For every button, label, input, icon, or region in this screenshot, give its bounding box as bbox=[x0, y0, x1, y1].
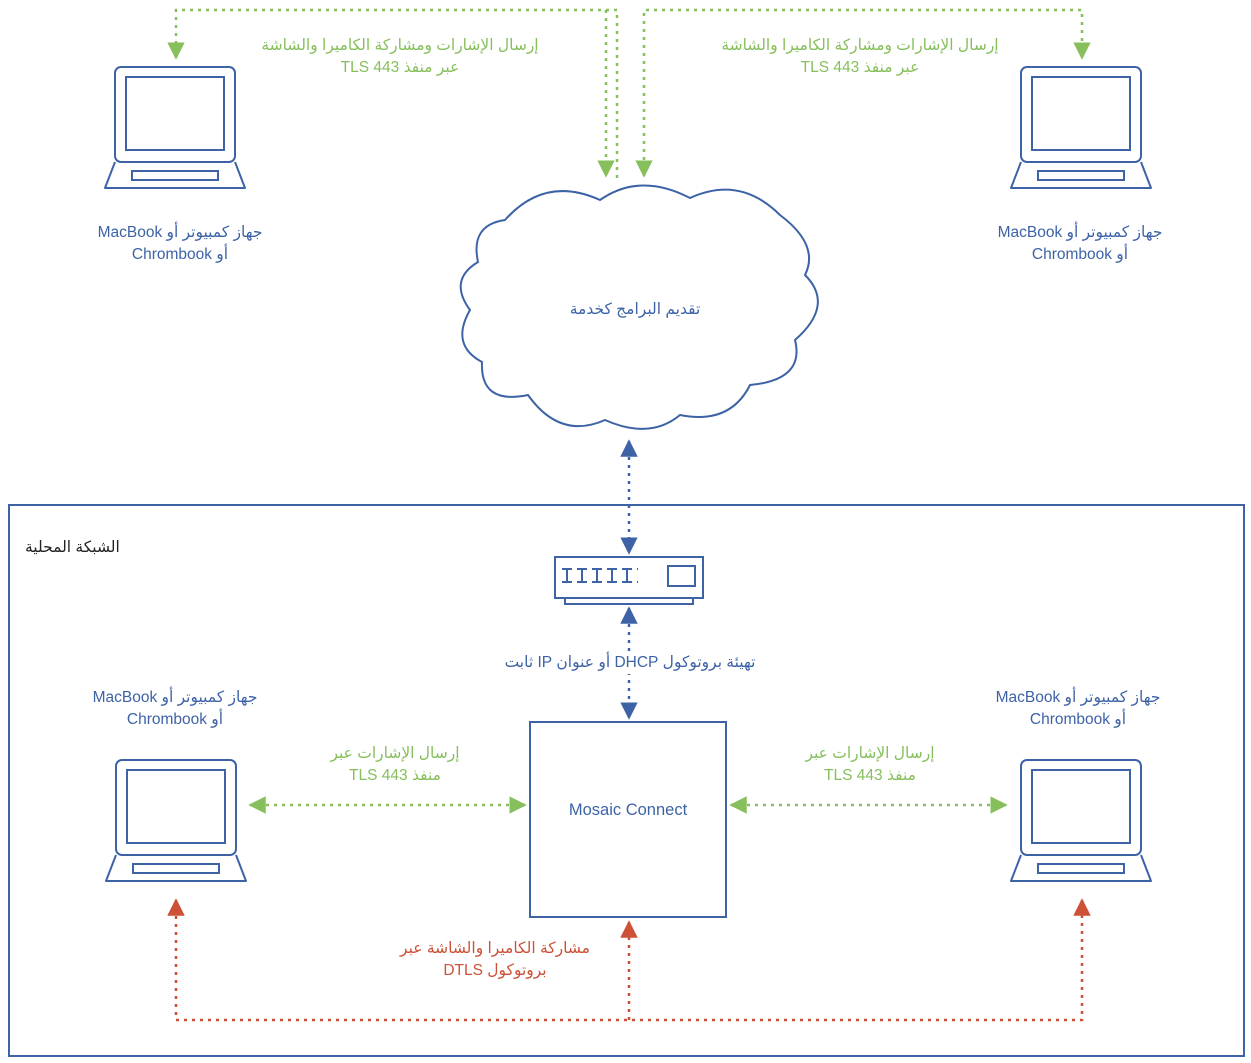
device-label-line: جهاز كمبيوتر أو MacBook bbox=[92, 689, 258, 706]
local-network-boundary bbox=[8, 504, 1245, 1057]
dtls-link-label: مشاركة الكاميرا والشاشة عبر بروتوكول DTL… bbox=[375, 938, 615, 982]
cloud-link-right-label: إرسال الإشارات ومشاركة الكاميرا والشاشة … bbox=[680, 35, 1040, 79]
cloud-link-right-connector bbox=[635, 8, 1091, 178]
link-label-line: عبر منفذ 443 TLS bbox=[800, 59, 920, 76]
laptop-icon-bottom-right bbox=[1010, 759, 1152, 882]
link-label-line: إرسال الإشارات عبر bbox=[330, 745, 460, 762]
cloud-link-left-connector bbox=[167, 8, 619, 178]
cloud-icon bbox=[459, 184, 819, 430]
cloud-link-left-label: إرسال الإشارات ومشاركة الكاميرا والشاشة … bbox=[220, 35, 580, 79]
laptop-icon-bottom-left bbox=[105, 759, 247, 882]
router-link-label: تهيئة بروتوكول DHCP أو عنوان IP ثابت bbox=[440, 652, 820, 674]
mosaic-connect-label-text: Mosaic Connect bbox=[568, 801, 688, 819]
link-label-line: إرسال الإشارات ومشاركة الكاميرا والشاشة bbox=[721, 37, 999, 54]
device-label-line: جهاز كمبيوتر أو MacBook bbox=[995, 689, 1161, 706]
local-link-right-label: إرسال الإشارات عبر منفذ 443 TLS bbox=[770, 743, 970, 787]
device-label-bottom-left: جهاز كمبيوتر أو MacBook أو Chrombook bbox=[65, 687, 285, 731]
laptop-icon-top-right bbox=[1010, 66, 1152, 189]
device-label-line: أو Chrombook bbox=[126, 711, 224, 728]
local-link-left-label: إرسال الإشارات عبر منفذ 443 TLS bbox=[295, 743, 495, 787]
device-label-line: أو Chrombook bbox=[131, 246, 229, 263]
device-label-bottom-right: جهاز كمبيوتر أو MacBook أو Chrombook bbox=[968, 687, 1188, 731]
local-network-label-text: الشبكة المحلية bbox=[25, 539, 120, 556]
device-label-top-right: جهاز كمبيوتر أو MacBook أو Chrombook bbox=[970, 222, 1190, 266]
link-label-line: إرسال الإشارات ومشاركة الكاميرا والشاشة bbox=[261, 37, 539, 54]
device-label-line: أو Chrombook bbox=[1029, 711, 1127, 728]
cloud-label: تقديم البرامج كخدمة bbox=[535, 299, 735, 321]
link-label-line: منفذ 443 TLS bbox=[824, 767, 916, 784]
link-label-line: مشاركة الكاميرا والشاشة عبر bbox=[400, 940, 590, 957]
link-label-line: بروتوكول DTLS bbox=[443, 962, 547, 979]
link-label-line: عبر منفذ 443 TLS bbox=[340, 59, 460, 76]
router-link-label-text: تهيئة بروتوكول DHCP أو عنوان IP ثابت bbox=[504, 654, 756, 671]
local-network-label: الشبكة المحلية bbox=[25, 537, 160, 559]
laptop-icon-top-left bbox=[104, 66, 246, 189]
router-icon bbox=[554, 556, 704, 605]
device-label-line: جهاز كمبيوتر أو MacBook bbox=[997, 224, 1163, 241]
mosaic-connect-box bbox=[529, 721, 727, 918]
mosaic-connect-label: Mosaic Connect bbox=[530, 799, 726, 821]
device-label-line: أو Chrombook bbox=[1031, 246, 1129, 263]
device-label-top-left: جهاز كمبيوتر أو MacBook أو Chrombook bbox=[70, 222, 290, 266]
link-label-line: إرسال الإشارات عبر bbox=[805, 745, 935, 762]
device-label-line: جهاز كمبيوتر أو MacBook bbox=[97, 224, 263, 241]
cloud-label-text: تقديم البرامج كخدمة bbox=[569, 301, 701, 318]
link-label-line: منفذ 443 TLS bbox=[349, 767, 441, 784]
